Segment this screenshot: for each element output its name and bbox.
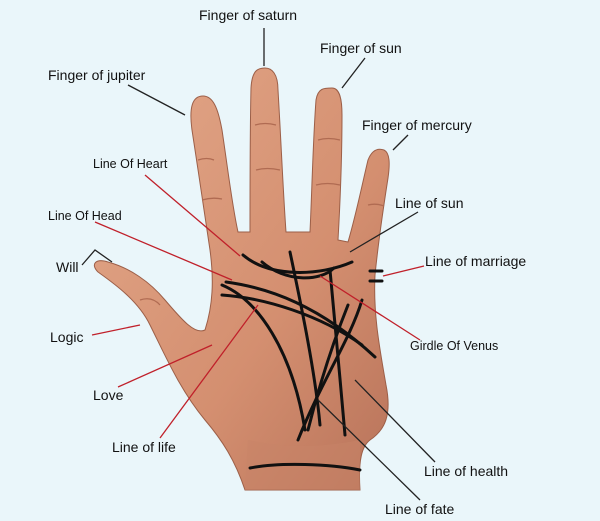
finger-crease [315, 182, 341, 186]
health-line [296, 298, 364, 442]
pointer-line-of-health [354, 379, 436, 463]
pointer-will [81, 249, 113, 266]
finger-crease [367, 203, 385, 207]
pointer-line-of-fate [317, 399, 421, 501]
label-will: Will [56, 259, 79, 275]
label-line-of-head: Line Of Head [48, 209, 122, 223]
pointer-girdle-of-venus [319, 275, 421, 341]
sun-line [328, 268, 347, 437]
label-line-of-sun: Line of sun [395, 195, 464, 211]
pointer-logic [91, 324, 141, 336]
health-line-branch [306, 303, 350, 432]
finger-crease [255, 167, 281, 171]
pointer-line-of-life [159, 304, 259, 439]
label-finger-of-sun: Finger of sun [320, 40, 402, 56]
pointer-finger-of-sun [341, 57, 366, 89]
finger-crease [201, 197, 223, 201]
palm-lines [220, 250, 384, 472]
labels: Finger of saturn Finger of sun Finger of… [48, 7, 526, 517]
pointer-finger-of-jupiter [127, 84, 186, 116]
label-line-of-heart: Line Of Heart [93, 157, 168, 171]
pointer-line-of-sun [349, 211, 419, 253]
wrist-bracelet-line [248, 462, 362, 472]
pointer-love [117, 344, 213, 388]
label-logic: Logic [50, 329, 83, 345]
label-finger-of-jupiter: Finger of jupiter [48, 67, 146, 83]
pointer-line-of-marriage [382, 265, 425, 277]
finger-crease [197, 157, 215, 161]
thumb-crease [139, 298, 161, 306]
label-line-of-fate: Line of fate [385, 501, 454, 517]
pointer-finger-of-mercury [392, 134, 409, 151]
label-line-of-health: Line of health [424, 463, 508, 479]
finger-crease [317, 137, 341, 141]
label-finger-of-mercury: Finger of mercury [362, 117, 472, 133]
label-line-of-marriage: Line of marriage [425, 253, 526, 269]
pointer-line-of-head [94, 221, 233, 281]
label-line-of-life: Line of life [112, 439, 176, 455]
pointer-lines [81, 28, 436, 501]
pointer-line-of-heart [144, 174, 241, 257]
label-love: Love [93, 387, 124, 403]
life-line [220, 283, 307, 432]
label-finger-of-saturn: Finger of saturn [199, 7, 297, 23]
label-girdle-of-venus: Girdle Of Venus [410, 339, 498, 353]
fate-line [288, 250, 322, 427]
finger-crease [254, 122, 277, 126]
